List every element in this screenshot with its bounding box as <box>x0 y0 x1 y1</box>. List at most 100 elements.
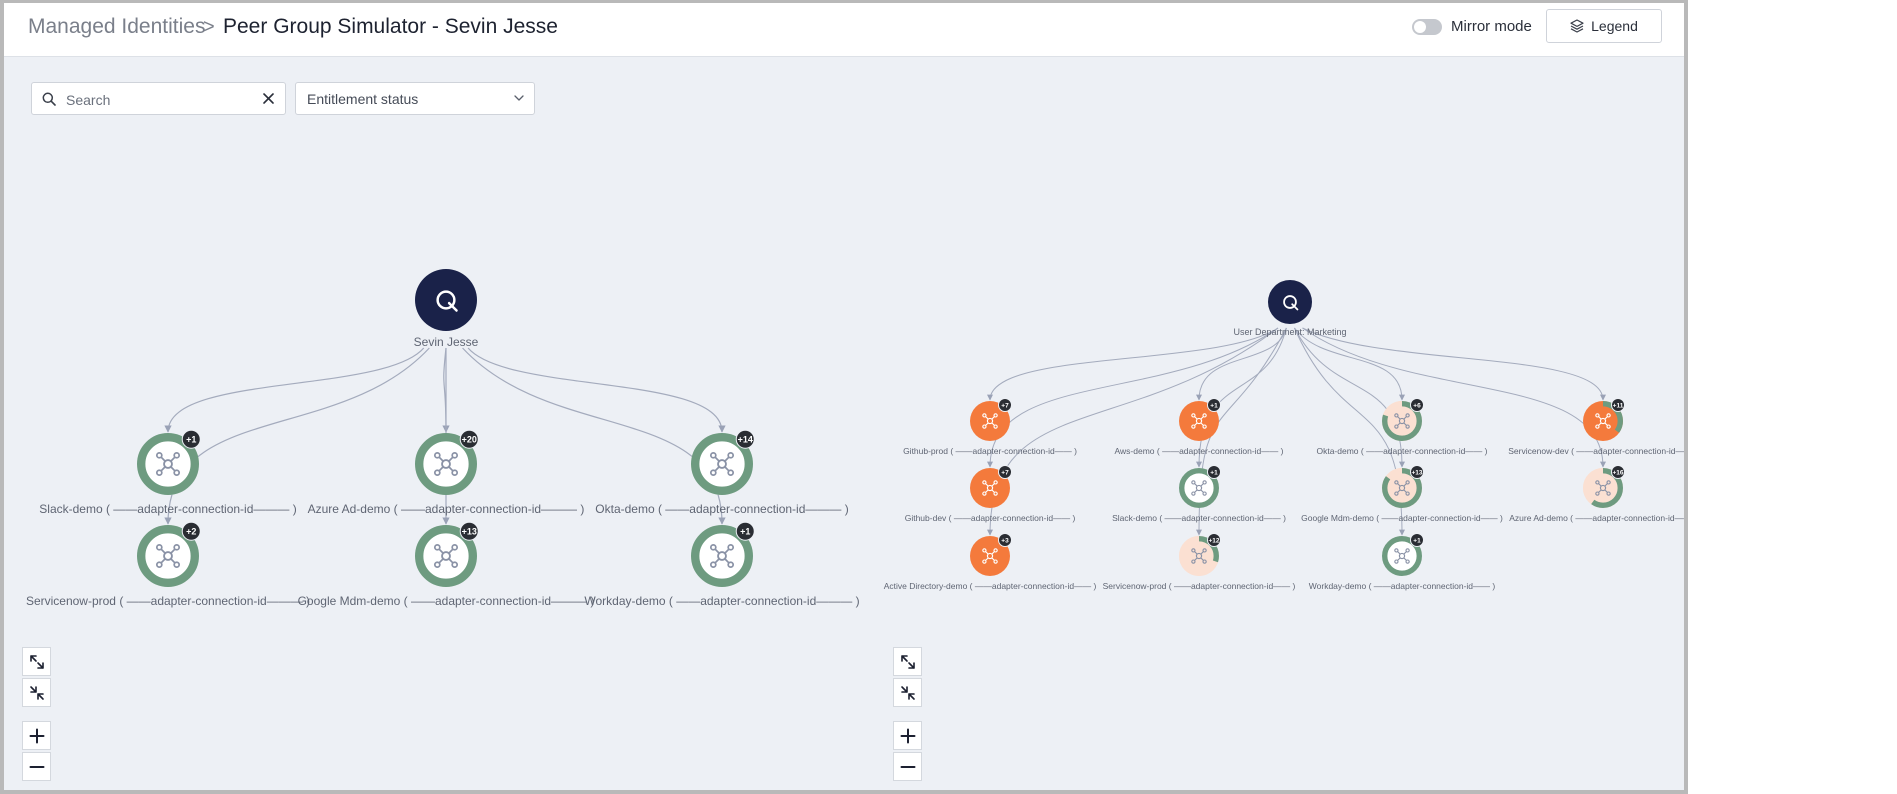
mirror-mode-toggle[interactable] <box>1412 19 1442 35</box>
integration-icon <box>1191 548 1207 564</box>
integration-icon <box>433 451 459 477</box>
entitlement-status-select[interactable]: Entitlement status <box>295 82 535 115</box>
layers-icon <box>1570 19 1584 33</box>
root-node[interactable]: User Department: Marketing <box>1233 280 1347 337</box>
integration-icon <box>155 451 181 477</box>
mirror-mode-label: Mirror mode <box>1451 18 1532 35</box>
node-label: Google Mdm-demo ( ——adapter-connection-i… <box>1301 513 1503 523</box>
node-connection-id: ( ——adapter-connection-id—— ) <box>1166 581 1295 591</box>
count-badge: +6 <box>1410 398 1424 412</box>
clear-search-icon[interactable] <box>262 92 275 105</box>
node-label: Slack-demo ( ——adapter-connection-id——— … <box>39 502 296 516</box>
node-name: Workday-demo <box>1309 581 1367 591</box>
legend-button[interactable]: Legend <box>1546 9 1662 43</box>
node-connection-id: ( ——adapter-connection-id—— ) <box>1366 581 1495 591</box>
left-zoom-out-button[interactable] <box>22 752 51 781</box>
node-label: Okta-demo ( ——adapter-connection-id——— ) <box>595 502 848 516</box>
integration-icon <box>1191 480 1207 496</box>
node-connection-id: ( ——adapter-connection-id——— ) <box>666 594 860 608</box>
count-badge: +2 <box>181 521 201 541</box>
node-name: Google Mdm-demo <box>298 594 401 608</box>
integration-icon <box>1394 413 1410 429</box>
search-input[interactable] <box>64 89 258 111</box>
node-name: Github-dev <box>905 513 947 523</box>
node-connection-id: ( ——adapter-connection-id—— ) <box>1568 513 1684 523</box>
count-badge: +13 <box>1410 465 1424 479</box>
root-label: User Department: Marketing <box>1233 327 1346 337</box>
left-expand-button[interactable] <box>22 647 51 676</box>
plus-icon <box>900 728 915 743</box>
node-label: Servicenow-dev ( ——adapter-connection-id… <box>1508 446 1684 456</box>
breadcrumb-separator: > <box>203 16 215 38</box>
right-zoom-in-button[interactable] <box>893 721 922 750</box>
count-badge: +13 <box>459 521 479 541</box>
graph-edge <box>164 347 430 525</box>
node-name: Servicenow-prod <box>1103 581 1167 591</box>
page-header: Managed Identities > Peer Group Simulato… <box>4 3 1684 57</box>
left-collapse-button[interactable] <box>22 678 51 707</box>
right-zoom-out-button[interactable] <box>893 752 922 781</box>
root-node[interactable]: Sevin Jesse <box>414 269 479 349</box>
node-connection-id: ( ——adapter-connection-id—— ) <box>967 581 1096 591</box>
integration-icon <box>982 548 998 564</box>
node-label: Okta-demo ( ——adapter-connection-id—— ) <box>1316 446 1487 456</box>
expand-icon <box>900 654 915 669</box>
count-badge: +1 <box>1207 465 1221 479</box>
node-connection-id: ( ——adapter-connection-id—— ) <box>1155 446 1284 456</box>
right-collapse-button[interactable] <box>893 678 922 707</box>
right-expand-button[interactable] <box>893 647 922 676</box>
count-badge-text: +1 <box>1210 469 1218 476</box>
node-name: Azure Ad-demo <box>308 502 391 516</box>
count-badge: +7 <box>998 398 1012 412</box>
count-badge: +7 <box>998 465 1012 479</box>
count-badge: +1 <box>1207 398 1221 412</box>
count-badge-text: +16 <box>1612 469 1623 476</box>
integration-icon <box>1394 480 1410 496</box>
count-badge-text: +1 <box>740 526 750 536</box>
node-connection-id: ( ——adapter-connection-id——— ) <box>400 594 594 608</box>
legend-label: Legend <box>1591 18 1638 34</box>
integration-icon <box>1191 413 1207 429</box>
node-connection-id: ( ——adapter-connection-id—— ) <box>1569 446 1684 456</box>
count-badge-text: +14 <box>738 434 753 444</box>
node-label: Github-dev ( ——adapter-connection-id—— ) <box>905 513 1076 523</box>
graph-edge <box>164 347 425 433</box>
count-badge: +1 <box>1410 533 1424 547</box>
count-badge: +14 <box>735 429 755 449</box>
graph-edge <box>1196 327 1287 401</box>
count-badge: +11 <box>1611 398 1625 412</box>
node-name: Active Directory-demo <box>884 581 968 591</box>
minus-icon <box>29 765 44 768</box>
q-logo-icon <box>436 290 458 312</box>
root-label: Sevin Jesse <box>414 335 479 349</box>
node-name: Okta-demo <box>1316 446 1358 456</box>
node-connection-id: ( ——adapter-connection-id—— ) <box>1359 446 1488 456</box>
breadcrumb-managed-identities[interactable]: Managed Identities <box>28 15 206 38</box>
left-zoom-in-button[interactable] <box>22 721 51 750</box>
node-connection-id: ( ——adapter-connection-id——— ) <box>655 502 849 516</box>
node-label: Workday-demo ( ——adapter-connection-id——… <box>584 594 859 608</box>
node-name: Servicenow-dev <box>1508 446 1569 456</box>
collapse-icon <box>29 685 44 700</box>
count-badge-text: +2 <box>186 526 196 536</box>
node-label: Slack-demo ( ——adapter-connection-id—— ) <box>1112 513 1286 523</box>
plus-icon <box>29 728 44 743</box>
